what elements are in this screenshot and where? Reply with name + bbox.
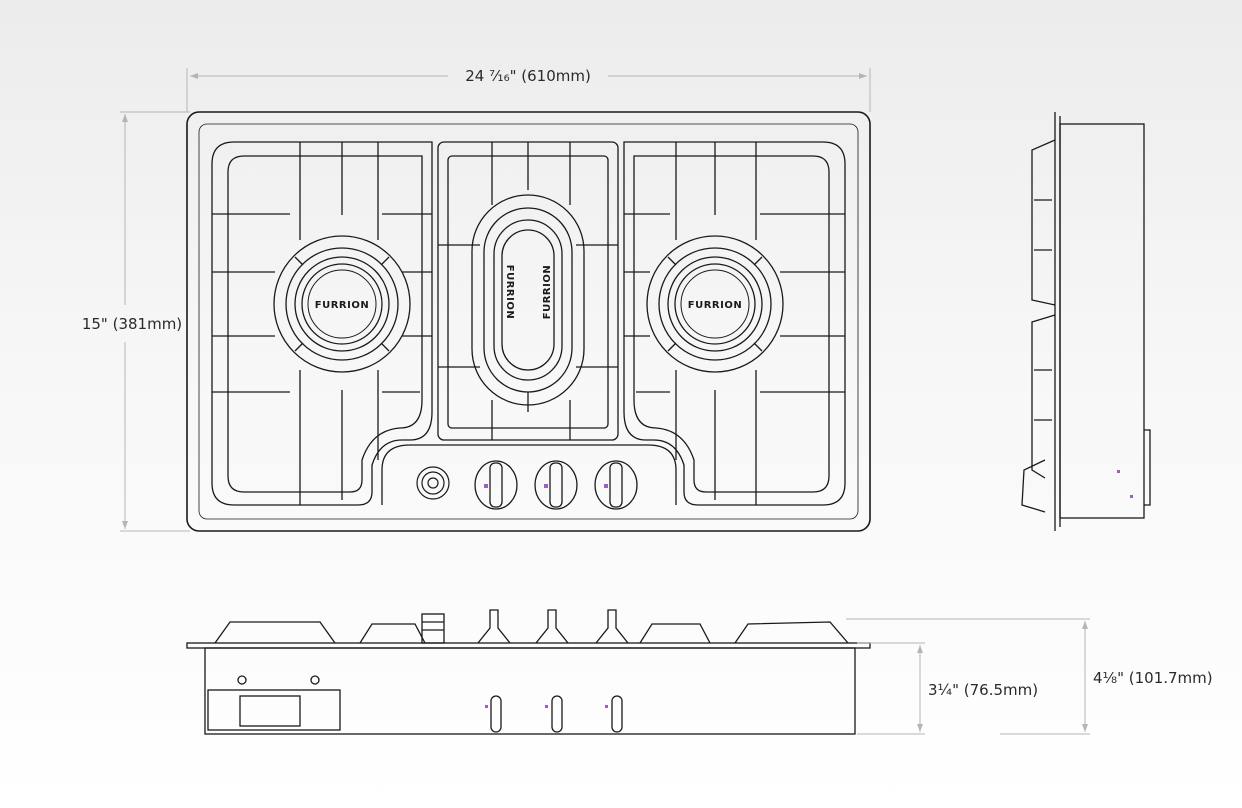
- grate-right: [623, 141, 846, 506]
- control-panel: [381, 444, 677, 505]
- front-view: [186, 609, 871, 735]
- grate-center: [437, 141, 619, 441]
- knob-right: [594, 460, 638, 510]
- ignition-button: [416, 466, 450, 500]
- depth-label: 15" (381mm): [82, 315, 182, 333]
- body-height-label: 3¼" (76.5mm): [928, 681, 1038, 699]
- body-height-dimension: 3¼" (76.5mm): [857, 642, 1038, 735]
- grate-left: [211, 141, 433, 506]
- total-height-dimension: 4⅛" (101.7mm): [846, 618, 1213, 735]
- width-dimension: 24 ⁷⁄₁₆" (610mm): [186, 67, 871, 112]
- depth-dimension: 15" (381mm): [82, 111, 190, 532]
- width-label: 24 ⁷⁄₁₆" (610mm): [465, 67, 591, 85]
- brand-logo-center-a: FURRION: [504, 265, 515, 319]
- brand-logo-right: FURRION: [688, 300, 742, 311]
- top-view: FURRION FURRION FURRION: [186, 111, 871, 532]
- brand-logo-center-b: FURRION: [542, 265, 553, 319]
- side-view: [1021, 112, 1151, 531]
- knob-center: [534, 460, 578, 510]
- total-height-label: 4⅛" (101.7mm): [1093, 669, 1213, 687]
- knob-left: [474, 460, 518, 510]
- brand-logo-left: FURRION: [315, 300, 369, 311]
